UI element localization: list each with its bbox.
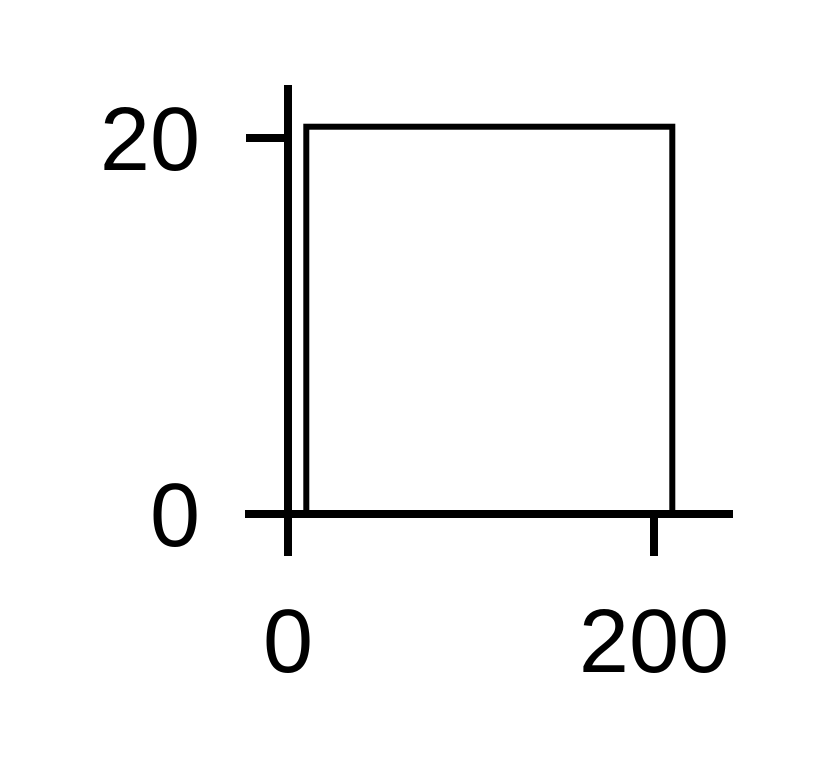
x-tick-label: 0: [263, 592, 313, 692]
x-tick-label: 200: [579, 592, 729, 692]
bar: [303, 123, 676, 517]
y-axis-ticks: 0 20: [100, 90, 288, 566]
x-axis-ticks: 0 200: [263, 514, 729, 692]
y-tick-label: 20: [100, 90, 200, 190]
y-tick-label: 0: [150, 466, 200, 566]
bars-layer: [303, 123, 676, 517]
